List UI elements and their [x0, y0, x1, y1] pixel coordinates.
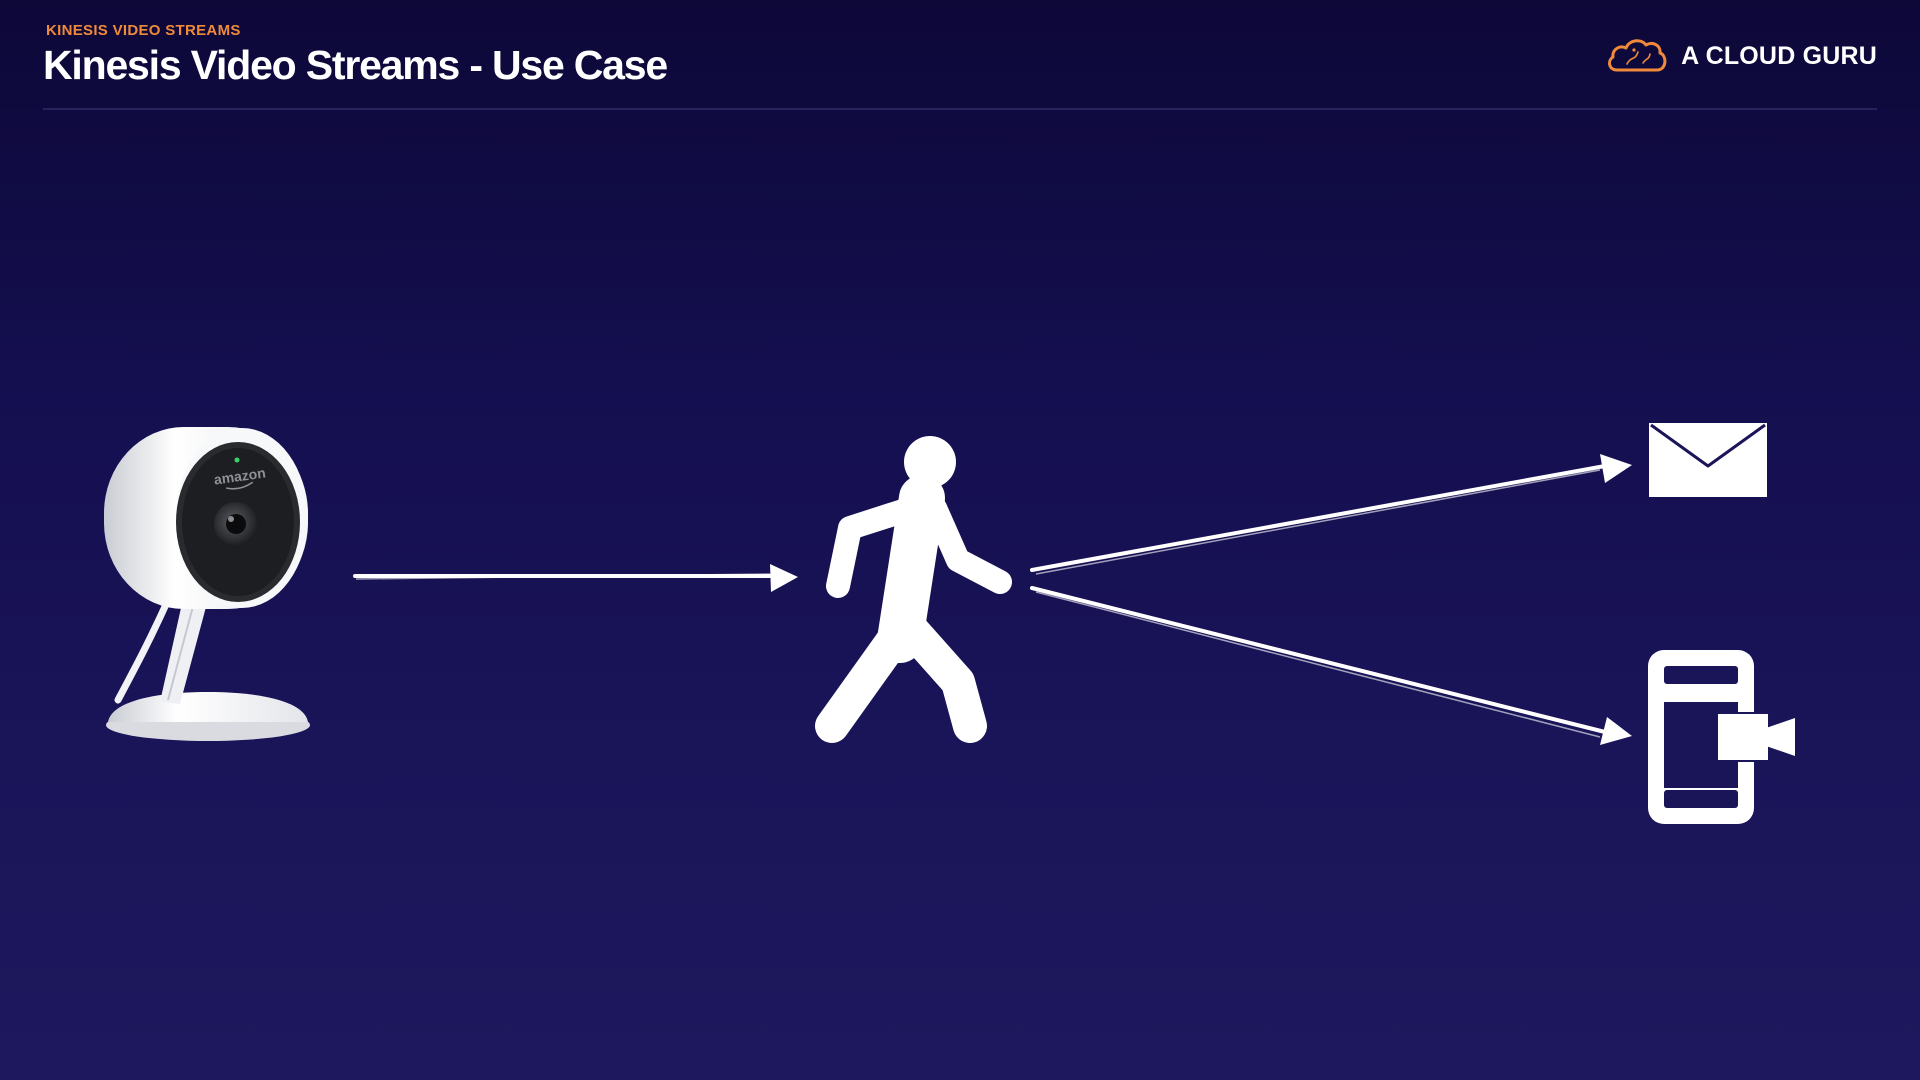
cloud-logo-icon [1608, 39, 1667, 72]
arrow-person-to-email [1030, 454, 1632, 575]
mobile-video-icon [1648, 650, 1795, 824]
section-kicker: KINESIS VIDEO STREAMS [46, 22, 241, 39]
envelope-icon [1649, 423, 1767, 497]
arrow-person-to-mobile-video [1030, 586, 1632, 745]
camera-brand-label: amazon [213, 464, 267, 487]
walking-person-icon [815, 436, 1012, 743]
brand: A CLOUD GURU [1605, 36, 1877, 76]
arrow-camera-to-person [353, 564, 798, 592]
slide-header: KINESIS VIDEO STREAMS Kinesis Video Stre… [43, 22, 1877, 110]
brand-name: A CLOUD GURU [1681, 41, 1877, 70]
slide-title: Kinesis Video Streams - Use Case [43, 42, 668, 88]
security-camera-icon: amazon [104, 427, 310, 741]
